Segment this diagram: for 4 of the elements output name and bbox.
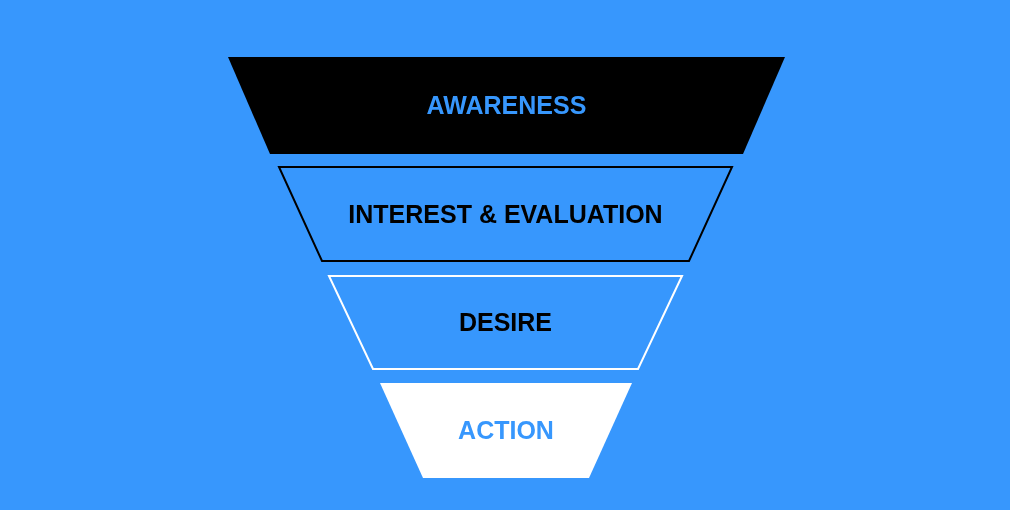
stage-label: AWARENESS xyxy=(426,91,587,120)
stage-label: ACTION xyxy=(458,416,554,445)
stage-label: DESIRE xyxy=(458,308,553,337)
stage-label: INTEREST & EVALUATION xyxy=(348,199,663,229)
